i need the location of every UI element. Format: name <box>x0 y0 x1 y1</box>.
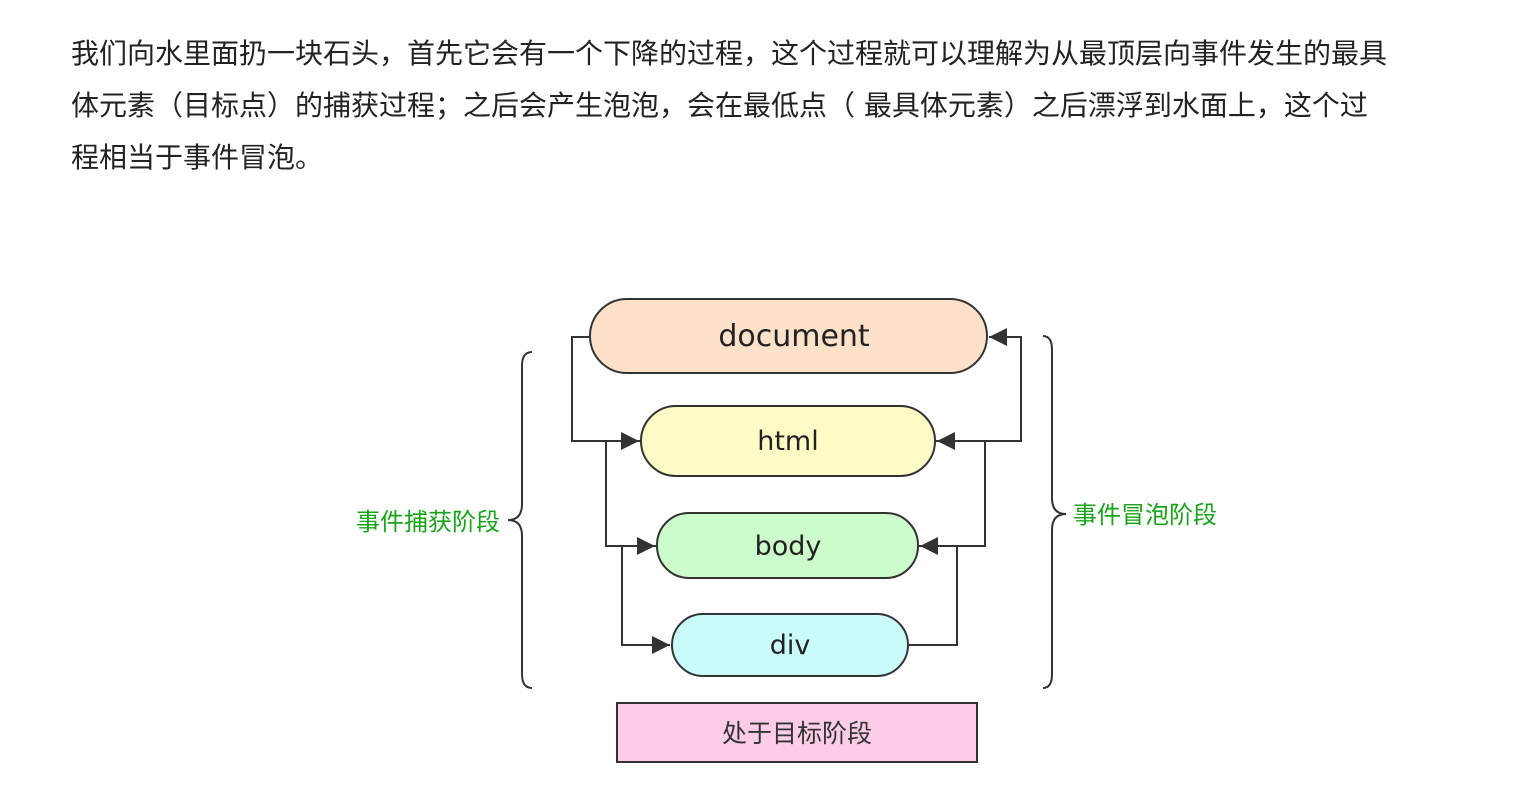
node-body: body <box>656 512 919 579</box>
target-phase-box <box>616 702 978 763</box>
node-div: div <box>671 613 909 677</box>
node-html: html <box>640 405 936 477</box>
node-document-label: document <box>718 319 870 354</box>
node-document: document <box>589 298 988 374</box>
bubble-arrow-html-to-document <box>935 328 1022 442</box>
bubble-phase-label: 事件冒泡阶段 <box>1073 501 1217 529</box>
intro-paragraph: 我们向水里面扔一块石头，首先它会有一个下降的过程，这个过程就可以理解为从最顶层向… <box>71 28 1451 184</box>
target-phase: 处于目标阶段 <box>616 702 978 763</box>
paragraph-line-3: 程相当于事件冒泡。 <box>71 141 324 174</box>
node-body-label: body <box>755 531 822 562</box>
node-div-label: div <box>770 630 811 661</box>
paragraph-line-2: 体元素（目标点）的捕获过程；之后会产生泡泡，会在最低点（ 最具体元素）之后漂浮到… <box>71 89 1368 122</box>
paragraph-line-1: 我们向水里面扔一块石头，首先它会有一个下降的过程，这个过程就可以理解为从最顶层向… <box>71 37 1388 70</box>
capture-brace <box>507 351 533 689</box>
node-html-label: html <box>757 426 819 457</box>
capture-phase-label: 事件捕获阶段 <box>356 508 500 536</box>
target-phase-label: 处于目标阶段 <box>722 719 872 748</box>
bubble-brace <box>1042 335 1067 689</box>
capture-arrow-body-to-div <box>621 545 670 654</box>
